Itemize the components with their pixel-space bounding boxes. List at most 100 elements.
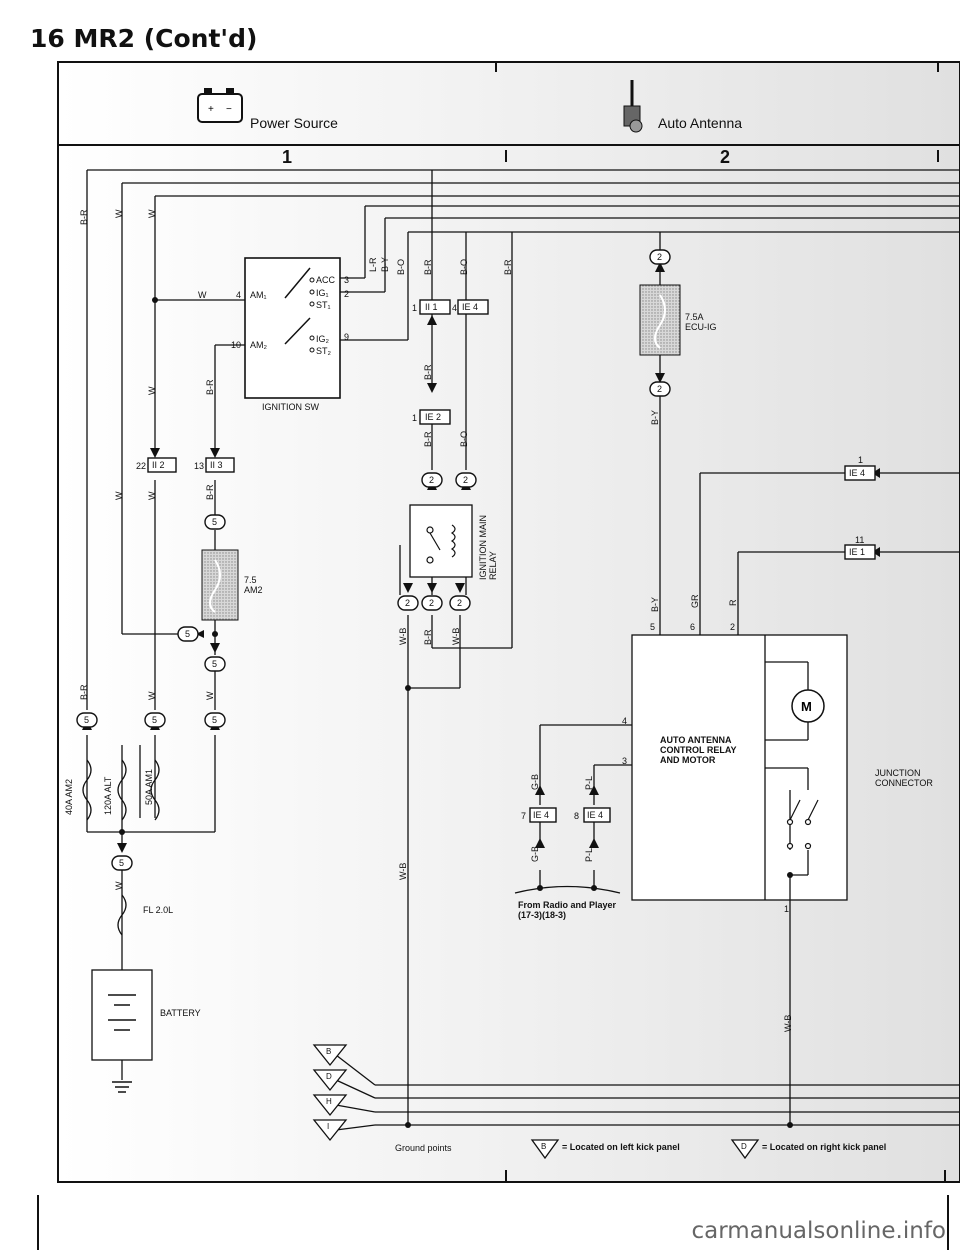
pin-pl-ie4: 8 [574, 811, 580, 821]
fusible-50a-label: 50A AM1 [144, 768, 154, 805]
pin-relay5: 5 [650, 622, 656, 632]
wire-by-2: B-Y [650, 409, 660, 425]
pin-ie1: 11 [855, 535, 865, 545]
auto-antenna-header: Auto Antenna [658, 115, 743, 131]
pin-ie2: 1 [412, 413, 418, 423]
pin-sw-w: 4 [236, 290, 242, 300]
connector-ii2: II 2 [152, 460, 165, 470]
junction-connector-label: JUNCTION CONNECTOR [875, 768, 933, 788]
battery-cells [108, 994, 136, 1093]
ig1-label: IG₁ [316, 288, 329, 298]
pin-gb-ie4: 7 [521, 811, 527, 821]
wire-r: R [728, 599, 738, 607]
connector-ii1: II 1 [425, 302, 438, 312]
wire-br-8: B-R [423, 629, 433, 646]
wire-br-1: B-R [79, 209, 89, 226]
diagram-frame [57, 61, 960, 1183]
connector-ie4-pl: IE 4 [587, 810, 604, 820]
wire-pl-2: P-L [584, 847, 594, 862]
pin-sw-ig1: 2 [344, 289, 350, 299]
column-2-number: 2 [720, 147, 731, 167]
am1-label: AM₁ [250, 290, 267, 300]
watermark: carmanualsonline.info [691, 1218, 946, 1244]
wire-w-9: W [114, 881, 124, 891]
connector-ie4-right: IE 4 [849, 468, 866, 478]
wire-by-3: B-Y [650, 596, 660, 612]
wire-gr: GR [690, 594, 700, 609]
motor-symbol [791, 689, 825, 723]
wire-wb-3: W-B [398, 862, 408, 880]
ground-points-label: Ground points [395, 1143, 452, 1153]
wire-w-1: W [114, 209, 124, 219]
wire-w-4: W [147, 386, 157, 396]
ground-d-label: D [326, 1072, 332, 1081]
connector-ie1-right: IE 1 [849, 547, 866, 557]
pin-relay3: 3 [622, 756, 628, 766]
pin-sw-am2: 10 [231, 340, 242, 350]
ignition-sw-label: IGNITION SW [262, 402, 319, 412]
wire-w-5: W [114, 491, 124, 501]
wire-gb-1: G-B [530, 773, 540, 790]
fusible-40a-label: 40A AM2 [64, 778, 74, 815]
connector-5-c: 5 [212, 659, 218, 669]
ig2-label: IG₂ [316, 334, 329, 344]
pin-relay1: 1 [784, 904, 790, 914]
wire-bo-1: B-O [396, 258, 406, 275]
acc-label: ACC [316, 275, 336, 285]
wire-br-4: B-R [423, 259, 433, 276]
wire-pl-1: P-L [584, 775, 594, 790]
ignition-switch [244, 257, 341, 399]
wire-br-7: B-R [423, 431, 433, 448]
wire-br-2: B-R [205, 379, 215, 396]
ground-b-label: B [326, 1047, 332, 1056]
connector-2-d: 2 [429, 598, 435, 608]
column-1-number: 1 [282, 147, 293, 167]
battery-label: BATTERY [160, 1008, 201, 1018]
pin-ii1: 1 [412, 303, 418, 313]
pin-sw-ig2: 9 [344, 332, 350, 342]
connector-2-e: 2 [457, 598, 463, 608]
wire-by-1: B-Y [380, 256, 390, 272]
power-source-header: Power Source [250, 115, 338, 131]
pin-relay2: 2 [730, 622, 736, 632]
wire-w-2: W [147, 209, 157, 219]
wire-bo-3: B-O [459, 430, 469, 447]
connector-5-a: 5 [212, 517, 218, 527]
fusible-fl-label: FL 2.0L [143, 905, 174, 915]
wire-br-5: B-R [503, 259, 513, 276]
pin-relay4: 4 [622, 716, 628, 726]
wire-w-6: W [147, 491, 157, 501]
pin-ii2: 22 [136, 461, 147, 471]
wire-br-6: B-R [423, 364, 433, 381]
connector-ii3: II 3 [210, 460, 223, 470]
wire-wb-4: W-B [783, 1014, 793, 1032]
auto-antenna-relay-label: AUTO ANTENNA CONTROL RELAY AND MOTOR [660, 735, 737, 765]
battery-icon: +− [197, 88, 243, 123]
legend-right-kick: = Located on right kick panel [762, 1142, 887, 1152]
pin-relay6: 6 [690, 622, 696, 632]
am2-label: AM₂ [250, 340, 267, 350]
connector-2-a: 2 [429, 475, 435, 485]
ground-h-label: H [326, 1097, 332, 1106]
legend-left-kick: = Located on left kick panel [562, 1142, 680, 1152]
pin-ie4b: 1 [858, 455, 864, 465]
ground-symbols [312, 1044, 760, 1160]
from-radio-label: From Radio and Player (17-3)(18-3) [518, 900, 617, 920]
fuse-ecu-ig-label: 7.5A ECU-IG [685, 312, 717, 332]
connector-5-f: 5 [212, 715, 218, 725]
connector-2-c: 2 [405, 598, 411, 608]
wire-bo-2: B-O [459, 258, 469, 275]
wire-w-8: W [205, 691, 215, 701]
wire-wb-2: W-B [451, 627, 461, 645]
svg-text:M: M [801, 699, 812, 714]
connector-2-g: 2 [657, 384, 663, 394]
connector-5-b: 5 [185, 629, 191, 639]
connector-2-f: 2 [657, 252, 663, 262]
wire-w-3: W [198, 290, 207, 300]
connector-2-b: 2 [463, 475, 469, 485]
ground-i-label: I [327, 1122, 330, 1131]
connector-5-e: 5 [152, 715, 158, 725]
wire-br-9: B-R [79, 684, 89, 701]
connector-5-d: 5 [84, 715, 90, 725]
